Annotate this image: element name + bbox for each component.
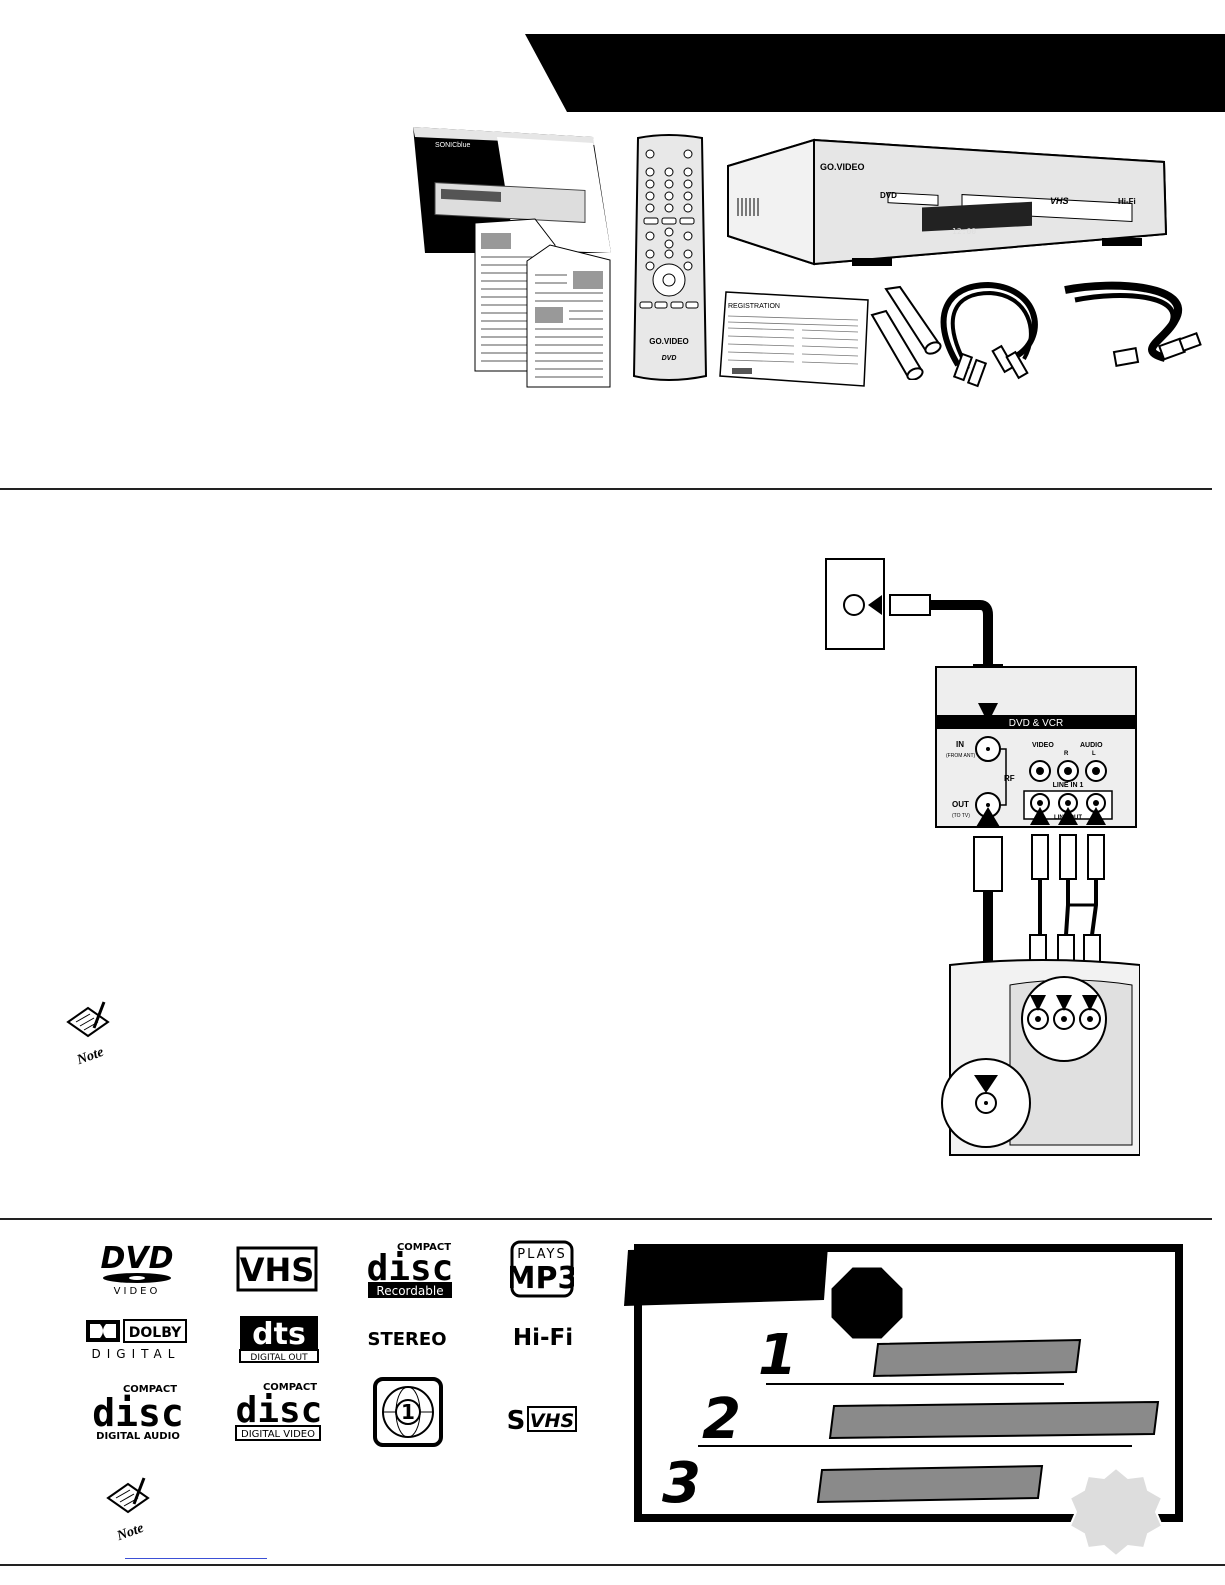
step-number-1: 1 bbox=[758, 1323, 797, 1388]
remote-brand: GO.VIDEO bbox=[649, 337, 689, 346]
dts-digital-out-logo: dts DIGITAL OUT bbox=[239, 1316, 319, 1363]
out-sublabel: (TO TV) bbox=[952, 813, 970, 819]
compact-disc-digital-video-logo: COMPACT disc DIGITAL VIDEO bbox=[235, 1382, 323, 1441]
region-1-logo: 1 bbox=[373, 1377, 443, 1447]
audio-l-label: L bbox=[1092, 751, 1096, 757]
seal-badge bbox=[1068, 1466, 1164, 1558]
dolby-digital-logo: DOLBY DIGITAL bbox=[86, 1319, 187, 1360]
stereo-logo: STEREO bbox=[367, 1328, 447, 1350]
vhs-logo: VHS bbox=[236, 1246, 318, 1292]
svg-text:DIGITAL VIDEO: DIGITAL VIDEO bbox=[241, 1429, 315, 1440]
vcr-dvd-badge: DVD bbox=[880, 191, 897, 200]
svg-text:COMPACT: COMPACT bbox=[123, 1384, 177, 1395]
dvd-vcr-unit-illustration: GO.VIDEO DVD VHS Hi-Fi 12:00 bbox=[727, 138, 1168, 266]
remote-dvd-badge: DVD bbox=[662, 355, 677, 362]
svg-text:DVD: DVD bbox=[100, 1241, 173, 1276]
svg-text:PLAYS: PLAYS bbox=[517, 1247, 566, 1262]
out-label: OUT bbox=[952, 800, 969, 809]
plays-mp3-logo: PLAYS MP3 bbox=[510, 1240, 574, 1298]
connection-diagram: DVD & VCR IN (FROM ANT) RF OUT (TO TV) V… bbox=[825, 558, 1140, 1156]
manual-cover-brand: SONICblue bbox=[435, 142, 471, 149]
svg-text:VIDEO: VIDEO bbox=[114, 1286, 161, 1297]
svg-text:dts: dts bbox=[252, 1317, 306, 1352]
note-icon: Note bbox=[66, 1001, 110, 1069]
compact-disc-recordable-logo: COMPACT disc Recordable bbox=[367, 1242, 453, 1298]
owners-manual-illustration: SONICblue bbox=[413, 127, 611, 388]
step-number-2: 2 bbox=[702, 1387, 741, 1452]
step-bar-1 bbox=[872, 1338, 1082, 1378]
registration-card-illustration: REGISTRATION bbox=[719, 291, 869, 387]
svg-text:S: S bbox=[507, 1406, 526, 1434]
av-cable-illustration bbox=[940, 281, 1038, 388]
step-number-3: 3 bbox=[662, 1451, 701, 1516]
footer-rule bbox=[0, 1564, 1225, 1566]
audio-label: AUDIO bbox=[1080, 742, 1103, 749]
vcr-hifi-label: Hi-Fi bbox=[1118, 197, 1136, 206]
svg-text:1: 1 bbox=[401, 1400, 415, 1424]
in-sublabel: (FROM ANT) bbox=[946, 753, 975, 759]
hi-fi-logo: Hi-Fi bbox=[512, 1325, 574, 1351]
stop-sign-badge bbox=[828, 1264, 906, 1342]
panel-title: DVD & VCR bbox=[1009, 718, 1063, 729]
section-header-banner bbox=[525, 34, 1225, 112]
dvd-video-logo: DVD VIDEO bbox=[100, 1241, 173, 1297]
video-label: VIDEO bbox=[1032, 742, 1054, 749]
footer-link-underline[interactable] bbox=[125, 1558, 267, 1559]
s-vhs-logo: S VHS bbox=[507, 1406, 577, 1434]
svg-text:VHS: VHS bbox=[530, 1410, 574, 1432]
svg-text:VHS: VHS bbox=[240, 1251, 315, 1289]
vcr-clock-display: 12:00 bbox=[952, 227, 976, 236]
section-divider-top bbox=[0, 488, 1212, 490]
svg-text:disc: disc bbox=[92, 1391, 184, 1435]
svg-text:COMPACT: COMPACT bbox=[397, 1242, 451, 1253]
svg-text:DIGITAL: DIGITAL bbox=[92, 1347, 181, 1360]
audio-r-label: R bbox=[1064, 751, 1069, 757]
remote-control-illustration: GO.VIDEO DVD bbox=[632, 134, 708, 381]
svg-text:disc: disc bbox=[236, 1390, 323, 1431]
step-bar-3 bbox=[816, 1464, 1044, 1504]
step-bar-2 bbox=[828, 1400, 1160, 1440]
svg-text:MP3: MP3 bbox=[510, 1261, 574, 1296]
svg-text:DIGITAL AUDIO: DIGITAL AUDIO bbox=[96, 1431, 180, 1442]
svg-text:DIGITAL OUT: DIGITAL OUT bbox=[250, 1353, 308, 1363]
registration-card-title: REGISTRATION bbox=[728, 303, 780, 310]
svg-text:DOLBY: DOLBY bbox=[129, 1325, 182, 1341]
vcr-vhs-label: VHS bbox=[1050, 196, 1069, 206]
note-label: Note bbox=[114, 1521, 146, 1545]
line-in-label: LINE IN 1 bbox=[1053, 782, 1084, 789]
batteries-illustration bbox=[870, 285, 942, 380]
compact-disc-digital-audio-logo: COMPACT disc DIGITAL AUDIO bbox=[92, 1384, 184, 1442]
section-divider-bottom bbox=[0, 1218, 1212, 1220]
note-label: Note bbox=[74, 1045, 106, 1069]
svg-text:Recordable: Recordable bbox=[376, 1284, 443, 1298]
rf-label: RF bbox=[1004, 774, 1015, 783]
coax-cable-illustration bbox=[1064, 281, 1202, 367]
note-icon: Note bbox=[106, 1477, 150, 1545]
vcr-brand: GO.VIDEO bbox=[820, 162, 865, 172]
in-label: IN bbox=[956, 740, 964, 749]
steps-panel: 1 2 3 bbox=[624, 1244, 1183, 1558]
svg-text:COMPACT: COMPACT bbox=[263, 1382, 317, 1393]
